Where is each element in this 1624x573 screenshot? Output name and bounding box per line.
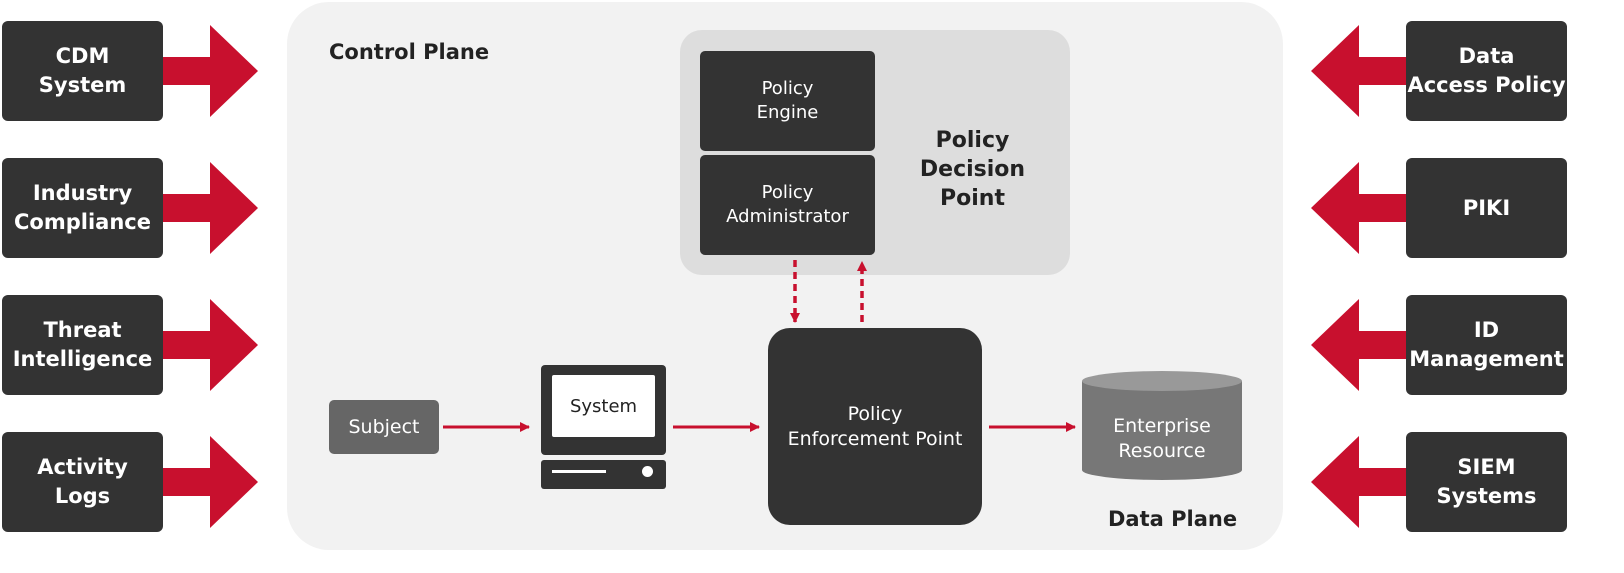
subject-box: Subject [329, 400, 439, 454]
policy-administrator-box: Policy Administrator [700, 155, 875, 255]
policy-engine-box: Policy Engine [700, 51, 875, 151]
left-input-arrow-4 [163, 436, 258, 528]
policy-engine-label: Policy Engine [756, 78, 819, 123]
activity-logs-box: Activity Logs [2, 432, 163, 532]
system-screen: System [552, 375, 655, 437]
industry-compliance-label: Industry Compliance [14, 181, 151, 234]
subject-label: Subject [348, 416, 420, 438]
data-plane-label: Data Plane [1108, 507, 1238, 531]
policy-enforcement-point-label: Policy Enforcement Point [787, 402, 963, 450]
system-power-light [642, 466, 653, 477]
right-input-arrow-2 [1311, 162, 1406, 254]
threat-intelligence-label: Threat Intelligence [12, 318, 153, 371]
siem-systems-label: SIEM Systems [1436, 455, 1537, 508]
left-input-arrow-2 [163, 162, 258, 254]
enterprise-resource-label: Enterprise Resource [1113, 415, 1211, 462]
data-access-policy-label: Data Access Policy [1407, 44, 1566, 97]
id-management-label: ID Management [1409, 318, 1564, 371]
policy-administrator-label: Policy Administrator [726, 182, 849, 227]
system-drive-slot [552, 470, 606, 473]
activity-logs-label: Activity Logs [37, 455, 128, 508]
system-label: System [569, 395, 638, 417]
right-input-arrow-3 [1311, 299, 1406, 391]
piki-label: PIKI [1462, 195, 1511, 220]
cdm-system-box: CDM System [2, 21, 163, 121]
left-input-arrow-1 [163, 25, 258, 117]
policy-enforcement-point-box: Policy Enforcement Point [768, 328, 982, 525]
data-access-policy-box: Data Access Policy [1406, 21, 1567, 121]
left-input-arrow-3 [163, 299, 258, 391]
control-plane-label: Control Plane [329, 40, 490, 64]
cdm-system-label: CDM System [38, 44, 127, 97]
policy-decision-point-label: Policy Decision Point [919, 128, 1026, 211]
right-input-arrow-1 [1311, 25, 1406, 117]
threat-intelligence-box: Threat Intelligence [2, 295, 163, 395]
siem-systems-box: SIEM Systems [1406, 432, 1567, 532]
piki-box: PIKI [1406, 158, 1567, 258]
id-management-box: ID Management [1406, 295, 1567, 395]
right-input-arrow-4 [1311, 436, 1406, 528]
industry-compliance-box: Industry Compliance [2, 158, 163, 258]
